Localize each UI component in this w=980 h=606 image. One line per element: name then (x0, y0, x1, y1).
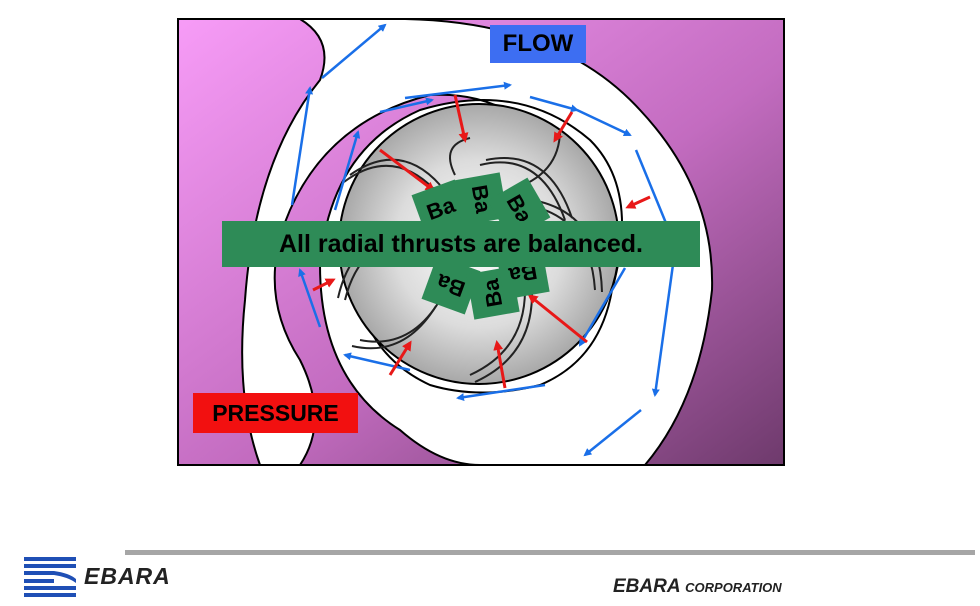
company-name: EBARA CORPORATION (613, 576, 782, 598)
pressure-label: PRESSURE (193, 393, 358, 433)
ebara-logo-mark (24, 557, 76, 597)
flow-arrow (290, 86, 314, 206)
flow-arrow (651, 249, 677, 397)
pressure-arrow (625, 195, 651, 209)
flow-label: FLOW (490, 25, 586, 63)
pressure-arrow (527, 294, 588, 344)
footer-divider (125, 550, 975, 555)
balanced-banner: All radial thrusts are balanced. (222, 221, 700, 267)
company-name-suffix: CORPORATION (685, 580, 782, 595)
ebara-logo (24, 557, 76, 597)
ebara-logo-wordmark: EBARA (84, 563, 171, 589)
flow-arrow (298, 268, 322, 328)
flow-arrow (379, 97, 434, 114)
pressure-arrow (388, 340, 412, 376)
flow-arrow (578, 267, 627, 347)
flow-arrow (404, 81, 512, 100)
flow-arrow (333, 130, 361, 211)
pressure-arrow (553, 111, 574, 143)
company-name-main: EBARA (613, 576, 680, 597)
flow-arrow (576, 108, 632, 137)
flow-arrow (343, 352, 411, 372)
pressure-arrow (493, 340, 507, 389)
flow-arrow (321, 23, 387, 79)
flow-arrow (634, 149, 670, 230)
flow-arrow (529, 95, 579, 113)
pressure-arrow (312, 278, 336, 292)
pressure-arrows (312, 94, 651, 389)
pressure-arrow (453, 94, 469, 143)
flow-arrows (290, 23, 677, 457)
pressure-arrow (379, 148, 436, 192)
flow-arrow (456, 383, 546, 402)
flow-arrow (583, 409, 642, 457)
